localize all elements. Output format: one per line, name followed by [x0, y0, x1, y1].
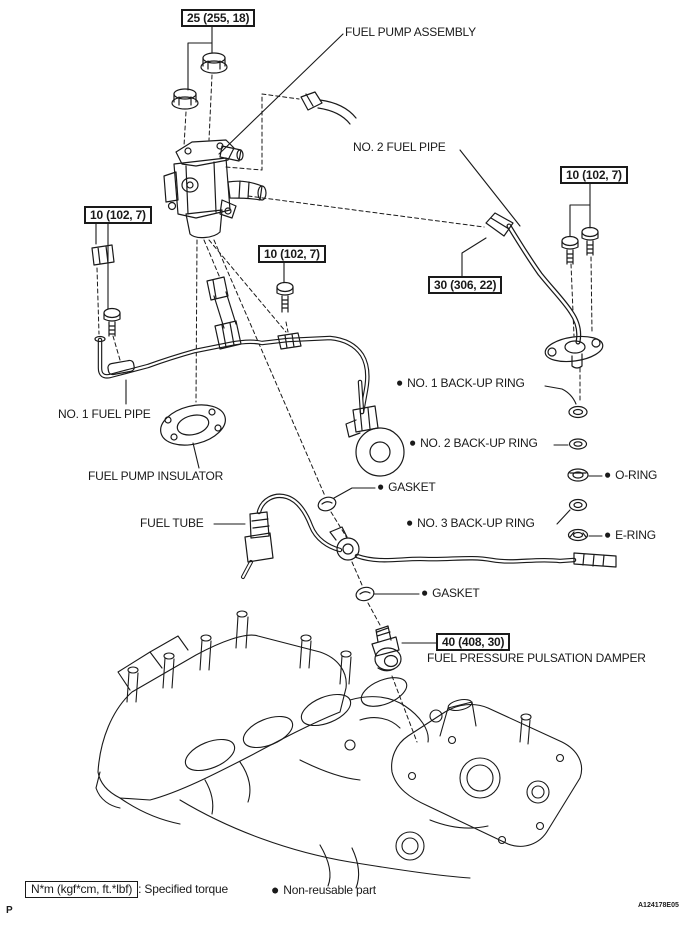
label-text: GASKET	[432, 586, 480, 600]
torque-callout-10-mid: 10 (102, 7)	[258, 245, 326, 263]
figure-code: A124178E05	[638, 902, 679, 909]
backup-ring-1	[568, 405, 588, 419]
pipe-fitting	[277, 332, 302, 350]
non-reusable-bullet: ●	[604, 527, 612, 542]
label-fuel-pressure-pulsation-damper: FUEL PRESSURE PULSATION DAMPER	[427, 651, 646, 665]
no2-fuel-pipe-drawing	[485, 212, 604, 369]
backup-ring-3	[568, 498, 588, 512]
label-gasket-upper: ● GASKET	[377, 479, 436, 494]
engine-block-drawing	[95, 610, 583, 889]
label-gasket-lower: ● GASKET	[421, 585, 480, 600]
fuel-tube-drawing	[241, 493, 617, 579]
label-o-ring: ● O-RING	[604, 467, 658, 482]
label-no2-backup-ring: ● NO. 2 BACK-UP RING	[409, 435, 538, 450]
loop-hose-drawing	[345, 379, 405, 477]
o-ring-drawing	[567, 468, 589, 482]
torque-callout-30: 30 (306, 22)	[428, 276, 503, 294]
gasket-upper-drawing	[317, 496, 337, 512]
non-reusable-bullet: ●	[409, 435, 417, 450]
torque-callout-40: 40 (408, 30)	[436, 633, 511, 651]
e-ring-drawing	[567, 528, 589, 542]
label-fuel-tube: FUEL TUBE	[140, 516, 204, 530]
braided-hose-drawing	[206, 276, 242, 350]
flange-bolts	[91, 226, 599, 337]
legend-specified-torque: N*m (kgf*cm, ft.*lbf) : Specified torque	[25, 881, 228, 898]
non-reusable-bullet: ●	[271, 881, 280, 898]
fuel-pump-assembly-drawing	[163, 139, 267, 239]
gasket-lower-drawing	[355, 586, 375, 602]
label-no3-backup-ring: ● NO. 3 BACK-UP RING	[406, 515, 535, 530]
legend-non-reusable: ● Non-reusable part	[271, 881, 376, 898]
leader-lines	[95, 25, 603, 644]
label-text: NO. 2 BACK-UP RING	[420, 436, 538, 450]
label-text: GASKET	[388, 480, 436, 494]
non-reusable-bullet: ●	[377, 479, 385, 494]
label-text: NO. 1 BACK-UP RING	[407, 376, 525, 390]
label-text: NO. 3 BACK-UP RING	[417, 516, 535, 530]
legend-torque-desc: : Specified torque	[138, 882, 228, 896]
non-reusable-bullet: ●	[396, 375, 404, 390]
pulsation-damper-drawing	[371, 625, 402, 672]
label-no2-fuel-pipe: NO. 2 FUEL PIPE	[353, 140, 446, 154]
label-fuel-pump-assembly: FUEL PUMP ASSEMBLY	[345, 25, 476, 39]
no1-fuel-pipe-drawing	[94, 335, 370, 415]
label-text: O-RING	[615, 468, 658, 482]
backup-ring-2	[568, 438, 588, 450]
non-reusable-bullet: ●	[421, 585, 429, 600]
torque-callout-25: 25 (255, 18)	[181, 9, 256, 27]
torque-callout-10-left: 10 (102, 7)	[84, 206, 152, 224]
non-reusable-bullet: ●	[406, 515, 414, 530]
fuel-pump-insulator-drawing	[160, 404, 226, 446]
label-no1-backup-ring: ● NO. 1 BACK-UP RING	[396, 375, 525, 390]
torque-callout-10-right: 10 (102, 7)	[560, 166, 628, 184]
pump-mounting-nuts	[171, 52, 228, 110]
label-no1-fuel-pipe: NO. 1 FUEL PIPE	[58, 407, 151, 421]
legend-nonreusable-text: Non-reusable part	[283, 883, 376, 897]
label-fuel-pump-insulator: FUEL PUMP INSULATOR	[88, 469, 224, 483]
label-e-ring: ● E-RING	[604, 527, 656, 542]
top-hose-drawing	[300, 91, 357, 125]
legend-torque-unit-box: N*m (kgf*cm, ft.*lbf)	[25, 881, 139, 898]
page-marker: P	[6, 905, 13, 916]
assembly-dashed-lines	[96, 74, 593, 743]
non-reusable-bullet: ●	[604, 467, 612, 482]
label-text: E-RING	[615, 528, 656, 542]
